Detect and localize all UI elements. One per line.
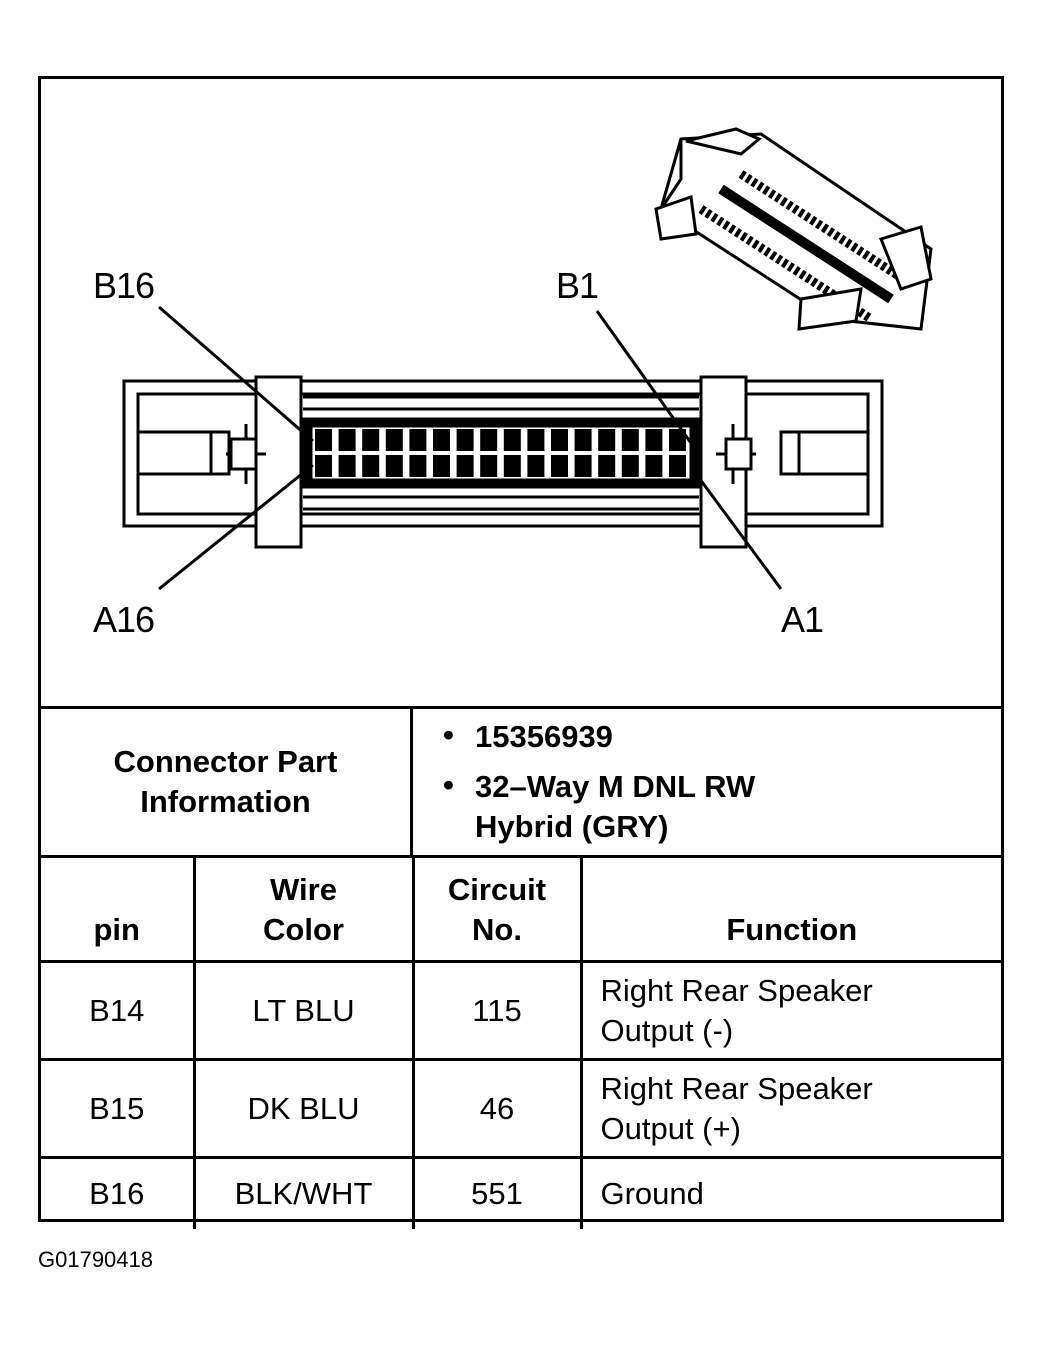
header-function: Function [579,855,1001,963]
info-label-line2: Information [140,784,311,819]
pin-cavity [456,455,474,477]
cell-circuit: 551 [411,1156,583,1229]
part-number: 15356939 [475,719,613,754]
pin-cavity [551,455,568,477]
pin-cavity [574,429,592,451]
pin-cavity [362,455,380,477]
pin-cavity [409,455,427,477]
connector-iso-view [654,127,933,331]
table-row: B16 BLK/WHT 551 Ground [41,1156,1001,1229]
pin-cavity [527,429,545,451]
cell-wire-color: LT BLU [192,960,415,1061]
pin-cavity [574,455,592,477]
connector-face-drawing [122,127,933,591]
pin-cavity [503,455,521,477]
info-label-line1: Connector Part [113,744,338,779]
pin-label-b16: B16 [93,265,155,306]
pin-cavity [338,429,356,451]
connector-description-line1: 32–Way M DNL RW [475,769,756,804]
cell-circuit: 115 [411,960,583,1061]
pin-cavity [645,429,663,451]
connector-description-line2: Hybrid (GRY) [475,809,669,844]
pin-cavity [527,455,545,477]
pin-cavity [598,429,616,451]
pin-cavity [433,429,450,451]
cell-pin: B15 [41,1058,196,1159]
pin-cavity [621,429,639,451]
pin-cavities [315,429,686,477]
cell-wire-color: DK BLU [192,1058,415,1159]
pin-cavity [669,429,686,451]
connector-part-info-label: Connector Part Information [41,709,413,855]
pin-cavity [503,429,521,451]
pin-cavity [551,429,568,451]
pin-cavity [315,455,332,477]
cell-pin: B14 [41,960,196,1061]
bullet-icon: • [443,767,454,802]
pin-cavity [598,455,616,477]
cell-wire-color: BLK/WHT [192,1156,415,1229]
pin-cavity [433,455,450,477]
cell-circuit: 46 [411,1058,583,1159]
pin-cavity [456,429,474,451]
pin-cavity [362,429,380,451]
connector-part-info: Connector Part Information • 15356939 • … [41,706,1001,858]
cell-function: Ground [579,1156,1001,1229]
pin-cavity [669,455,686,477]
pin-cavity [645,455,663,477]
pin-cavity [385,429,403,451]
pin-cavity [409,429,427,451]
pin-cavity [315,429,332,451]
pin-cavity [480,429,498,451]
pin-cavity [338,455,356,477]
pin-label-a1: A1 [781,599,824,640]
connector-diagram: B16 B1 A16 A1 [41,79,1001,706]
bullet-icon: • [443,717,454,752]
pin-cavity [621,455,639,477]
pin-label-b1: B1 [556,265,599,306]
cell-pin: B16 [41,1156,196,1229]
pin-cavity [480,455,498,477]
header-pin: pin [41,855,196,963]
pin-label-a16: A16 [93,599,155,640]
connector-part-info-values: • 15356939 • 32–Way M DNL RW Hybrid (GRY… [413,709,1001,855]
leader-lines [158,305,783,591]
figure-id: G01790418 [38,1247,153,1272]
connector-figure-frame: B16 B1 A16 A1 Connector Part Information… [38,76,1004,1229]
pin-cavity [385,455,403,477]
connector-face [122,375,884,549]
